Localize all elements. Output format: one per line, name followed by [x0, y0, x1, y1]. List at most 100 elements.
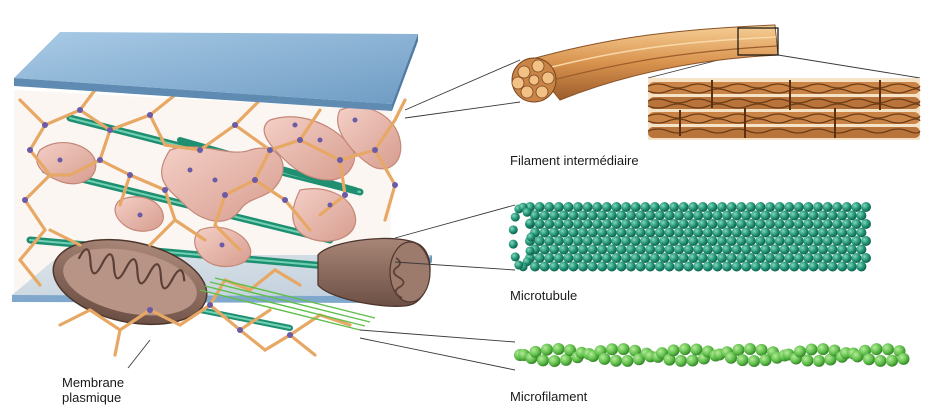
tubulin-bead: [712, 261, 723, 272]
label-plasma-membrane: Membrane plasmique: [62, 375, 124, 405]
tubulin-bead: [851, 253, 862, 263]
tubulin-bead: [861, 202, 871, 212]
tubulin-bead: [592, 202, 603, 212]
mitochondrion: [52, 238, 208, 326]
tubulin-bead: [779, 261, 790, 272]
tubulin-bead: [578, 261, 588, 272]
tubulin-bead: [563, 202, 574, 212]
actin-bead: [886, 354, 898, 367]
tubulin-bead: [755, 219, 766, 229]
tubulin-bead: [597, 244, 608, 255]
actin-bead: [794, 345, 806, 358]
actin-bead: [725, 351, 737, 364]
tubulin-bead: [731, 261, 742, 272]
tubulin-bead: [587, 227, 598, 238]
actin-bead: [667, 344, 680, 357]
actin-bead: [686, 354, 699, 367]
tubulin-bead: [568, 244, 579, 255]
tubulin-bead: [861, 236, 871, 246]
actin-bead: [817, 343, 829, 356]
tubulin-bead: [539, 210, 550, 221]
tubulin-bead: [601, 236, 612, 246]
actin-bead: [732, 343, 745, 356]
tubulin-bead: [774, 253, 785, 263]
tubulin-bead: [822, 219, 833, 229]
tubulin-bead: [755, 202, 766, 212]
actin-bead: [560, 353, 572, 366]
tubulin-bead: [726, 236, 737, 246]
tubulin-bead: [846, 210, 857, 221]
tubulin-bead: [803, 202, 814, 212]
tubulin-bead: [832, 236, 843, 246]
tubulin-bead: [789, 210, 800, 221]
intermediate-filament-illustration: [511, 24, 779, 103]
tubulin-bead: [837, 244, 848, 255]
zoom-box: [737, 27, 779, 56]
tubulin-bead: [553, 219, 564, 229]
tubulin-bead: [649, 219, 660, 229]
tubulin-bead: [784, 253, 795, 263]
tubulin-bead: [674, 227, 684, 238]
actin-bead: [801, 354, 814, 367]
tubulin-bead: [597, 227, 608, 238]
mitochondrion-end: [317, 237, 431, 307]
tubulin-end-bead: [525, 246, 535, 256]
tubulin-bead: [717, 202, 727, 212]
tubulin-bead: [722, 210, 732, 221]
tubulin-bead: [611, 253, 622, 263]
tubulin-bead: [549, 261, 560, 272]
tubulin-bead: [818, 244, 828, 255]
tubulin-bead: [765, 253, 775, 263]
tubulin-bead: [534, 202, 545, 212]
tubulin-bead: [731, 227, 742, 238]
tubulin-bead: [760, 244, 771, 255]
tubulin-bead: [803, 219, 814, 229]
tubulin-bead: [760, 261, 771, 272]
tubulin-bead: [626, 261, 636, 272]
tubulin-bead: [578, 244, 588, 255]
tubulin-bead: [765, 219, 775, 229]
tubulin-bead: [856, 261, 867, 272]
tubulin-bead: [630, 219, 641, 229]
tubulin-bead: [606, 261, 617, 272]
tubulin-bead: [789, 261, 800, 272]
tubulin-bead: [712, 244, 723, 255]
tubulin-bead: [688, 253, 699, 263]
tubulin-bead: [645, 244, 656, 255]
microfilament-bundle: [199, 277, 376, 331]
tubulin-bead: [549, 210, 560, 221]
tubulin-bead: [745, 202, 756, 212]
tubulin-bead: [645, 261, 656, 272]
tubulin-bead: [688, 236, 699, 246]
tubulin-bead: [813, 253, 823, 263]
tubulin-bead: [659, 253, 670, 263]
tubulin-bead: [573, 253, 583, 263]
actin-bead: [736, 354, 749, 367]
tubulin-bead: [760, 227, 771, 238]
tubulin-bead: [549, 244, 560, 255]
tubulin-bead: [750, 261, 761, 272]
actin-bead: [870, 343, 883, 356]
tubulin-bead: [861, 219, 871, 229]
tubulin-bead: [539, 261, 550, 272]
label-microfilament: Microfilament: [510, 389, 588, 404]
top-membrane: [14, 32, 418, 111]
tubulin-bead: [534, 219, 545, 229]
tubulin-bead: [597, 261, 608, 272]
tubulin-bead: [726, 253, 737, 263]
tubulin-bead: [654, 227, 665, 238]
tubulin-bead: [745, 253, 756, 263]
tubulin-bead: [640, 202, 651, 212]
tubulin-end-bead: [508, 225, 518, 235]
tubulin-bead: [606, 210, 617, 221]
tubulin-bead: [626, 210, 636, 221]
actin-bead: [552, 343, 565, 356]
filament-bundle-end: [511, 57, 557, 103]
tubulin-bead: [558, 227, 569, 238]
tubulin-bead: [784, 219, 795, 229]
tubulin-bead: [544, 236, 555, 246]
tubulin-bead: [582, 202, 593, 212]
tubulin-bead: [626, 244, 636, 255]
tubulin-bead: [808, 227, 819, 238]
tubulin-bead: [707, 219, 718, 229]
